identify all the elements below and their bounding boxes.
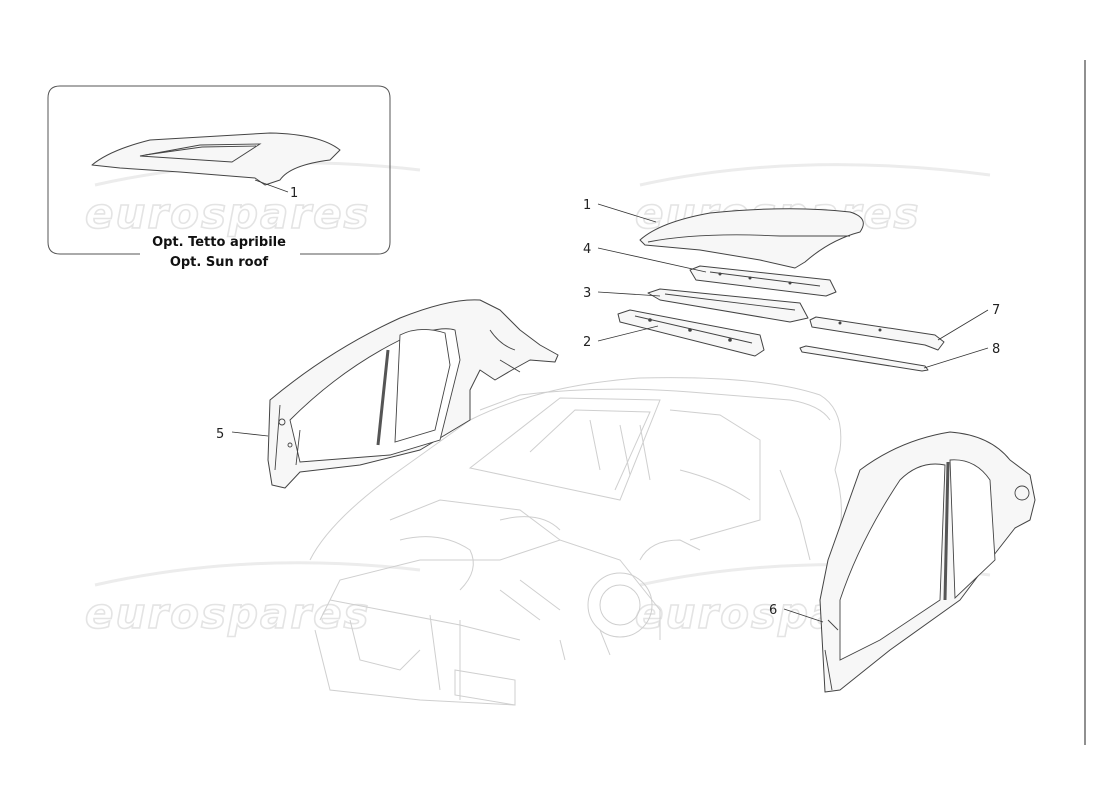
left-body-side-frame-drawing — [267, 299, 559, 489]
roof-windshield-crossmember-drawing — [647, 288, 809, 323]
watermark-top-left: eurospares — [85, 189, 371, 238]
roof-front-crossmember-drawing — [689, 265, 837, 297]
sunroof-panel-drawing — [91, 132, 341, 186]
callout-5: 5 — [216, 427, 224, 442]
leader-lines — [231, 203, 989, 623]
inset-leader-line — [254, 179, 289, 193]
callout-6: 6 — [769, 603, 777, 618]
callout-1: 1 — [583, 198, 591, 213]
inset-callout-1: 1 — [290, 186, 298, 201]
roof-side-rail-drawing — [809, 316, 945, 351]
callout-2: 2 — [583, 335, 591, 350]
watermark-group: eurospares eurospares eurospares eurospa… — [84, 161, 991, 639]
callout-4: 4 — [583, 242, 591, 257]
callout-7: 7 — [992, 303, 1000, 318]
roof-rear-crossmember-drawing — [617, 309, 765, 357]
callout-8: 8 — [992, 342, 1000, 357]
right-body-side-frame-drawing — [819, 431, 1036, 693]
roof-trim-strip-drawing — [799, 345, 929, 372]
watermark-bottom-left: eurospares — [85, 589, 371, 638]
callout-3: 3 — [583, 286, 591, 301]
roof-panel-drawing — [639, 208, 864, 269]
car-body-ghost-drawing — [309, 377, 842, 706]
inset-caption-italian: Opt. Tetto apribile — [152, 235, 286, 250]
inset-box: 1 — [47, 85, 391, 255]
inset-caption-english: Opt. Sun roof — [169, 255, 269, 270]
